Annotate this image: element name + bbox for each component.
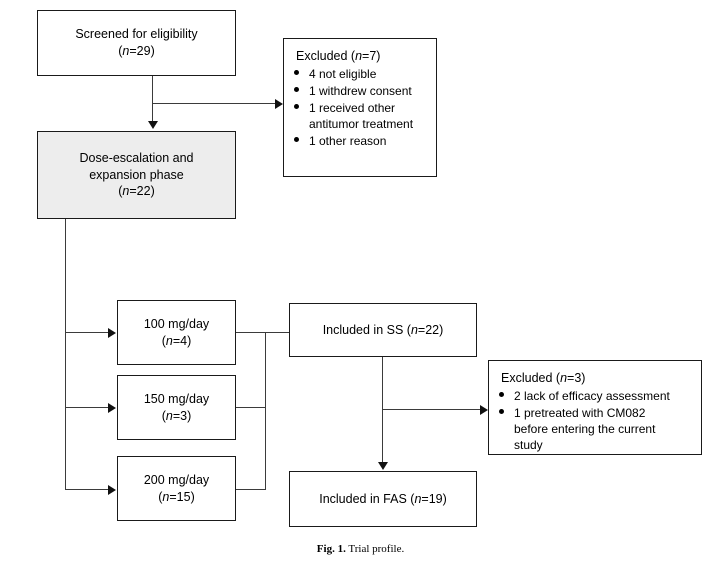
node-dose-phase-count: (n=22): [118, 184, 155, 199]
list-item: 1 other reason: [294, 134, 413, 150]
list-item: 2 lack of efficacy assessment: [499, 389, 670, 405]
arrowhead-icon: [275, 98, 283, 109]
excluded-screening-title: Excluded (n=7): [296, 49, 381, 63]
bullet-icon: [499, 409, 504, 415]
connector-dose-200-out: [236, 489, 266, 491]
node-included-fas-label: Included in FAS (n=19): [319, 491, 447, 506]
excluded-fas-reason-list: 2 lack of efficacy assessment 1 pretreat…: [499, 389, 670, 455]
arrowhead-icon: [377, 462, 388, 470]
node-dose-150-label: 150 mg/day: [143, 391, 210, 406]
node-dose-phase-line1: Dose-escalation and: [79, 150, 194, 165]
node-included-ss-label: Included in SS (n=22): [322, 322, 444, 337]
connector-screened-to-excluded: [152, 103, 276, 105]
node-dose-100-label: 100 mg/day: [143, 316, 210, 331]
arrowhead-icon: [108, 484, 116, 495]
arrowhead-icon: [108, 402, 116, 413]
connector-dose-150-out: [236, 407, 266, 409]
figure-caption-text: Trial profile.: [348, 543, 405, 555]
node-dose-escalation-expansion-phase: Dose-escalation and expansion phase (n=2…: [37, 131, 236, 219]
figure-caption: Fig. 1. Trial profile.: [0, 543, 721, 555]
arrowhead-icon: [147, 121, 158, 129]
node-screened-count: (n=29): [118, 44, 155, 58]
connector-ss-to-excluded: [382, 409, 481, 411]
node-excluded-screening: Excluded (n=7) 4 not eligible 1 withdrew…: [283, 38, 437, 177]
node-dose-200-mg-day: 200 mg/day (n=15): [117, 456, 236, 521]
bullet-icon: [499, 392, 504, 398]
figure-caption-label: Fig. 1.: [316, 543, 346, 555]
connector-phase-trunk: [65, 219, 67, 490]
node-dose-150-count: (n=3): [161, 408, 192, 423]
connector-screened-trunk: [152, 76, 154, 121]
node-dose-phase-line2: expansion phase: [89, 167, 184, 182]
bullet-icon: [294, 137, 299, 143]
node-excluded-fas: Excluded (n=3) 2 lack of efficacy assess…: [488, 360, 702, 455]
connector-dose-100-out: [236, 332, 289, 334]
connector-phase-to-dose-150: [65, 407, 109, 409]
node-screened-for-eligibility: Screened for eligibility (n=29): [37, 10, 236, 76]
list-item: 1 withdrew consent: [294, 84, 413, 100]
node-dose-200-count: (n=15): [158, 489, 195, 504]
node-dose-100-mg-day: 100 mg/day (n=4): [117, 300, 236, 365]
connector-phase-to-dose-100: [65, 332, 109, 334]
excluded-screening-reason-list: 4 not eligible 1 withdrew consent 1 rece…: [294, 67, 413, 151]
arrowhead-icon: [108, 327, 116, 338]
connector-phase-to-dose-200: [65, 489, 109, 491]
connector-dose-collector: [265, 332, 267, 490]
arrowhead-icon: [480, 404, 488, 415]
list-item: 4 not eligible: [294, 67, 413, 83]
bullet-icon: [294, 87, 299, 93]
node-dose-200-label: 200 mg/day: [143, 472, 210, 487]
node-included-in-ss: Included in SS (n=22): [289, 303, 477, 357]
node-included-in-fas: Included in FAS (n=19): [289, 471, 477, 527]
excluded-fas-title: Excluded (n=3): [501, 371, 586, 385]
bullet-icon: [294, 70, 299, 76]
node-dose-100-count: (n=4): [161, 333, 192, 348]
node-dose-150-mg-day: 150 mg/day (n=3): [117, 375, 236, 440]
bullet-icon: [294, 104, 299, 110]
node-screened-line1: Screened for eligibility: [75, 27, 198, 42]
